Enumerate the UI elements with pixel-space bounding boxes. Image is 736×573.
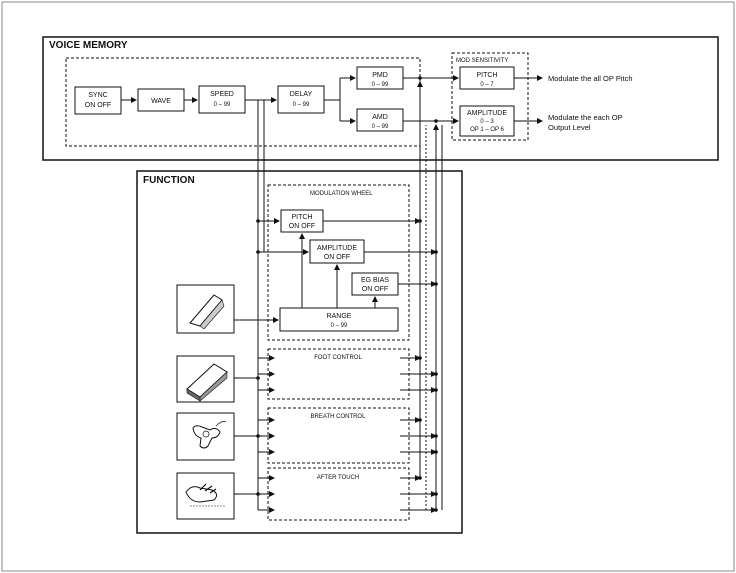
mw-range-value: 0 – 99	[331, 323, 348, 329]
mod-sensitivity-frame	[451, 52, 529, 141]
after-touch-title: AFTER TOUCH	[317, 475, 359, 481]
bus-junctions	[256, 76, 438, 512]
function-section: FUNCTION MODULATION WHEEL PITCH ON OFF A…	[136, 76, 463, 534]
mw-egbias-box: EG BIAS ON OFF	[351, 272, 399, 296]
output-arrows	[514, 75, 543, 124]
function-frame	[136, 170, 463, 534]
pmd-range: 0 – 99	[372, 82, 389, 88]
sync-box: SYNC ON OFF	[74, 86, 122, 115]
voice-memory-section: VOICE MEMORY SYNC ON OFF WAVE SPEED 0 – …	[42, 36, 719, 161]
voice-memory-title: VOICE MEMORY	[49, 40, 128, 51]
controller-output-arrows	[400, 355, 437, 513]
sens-amplitude-range: 0 – 3	[480, 119, 494, 125]
sens-amplitude-box: AMPLITUDE 0 – 3 OP 1 – OP 6	[459, 105, 515, 137]
amd-label: AMD	[372, 114, 388, 121]
amd-box: AMD 0 – 99	[356, 108, 404, 132]
mw-internal-arrows	[258, 218, 437, 308]
amd-range: 0 – 99	[372, 124, 389, 130]
lfo-chain-arrows	[121, 75, 459, 124]
sens-pitch-range: 0 – 7	[480, 82, 494, 88]
mw-egbias-onoff: ON OFF	[362, 286, 388, 293]
voice-memory-frame	[42, 36, 719, 161]
foot-control-icon	[176, 355, 235, 403]
breath-control-title: BREATH CONTROL	[311, 414, 367, 420]
bus-lines	[257, 81, 443, 510]
delay-box: DELAY 0 – 99	[277, 85, 325, 114]
mw-pitch-onoff: ON OFF	[289, 223, 315, 230]
delay-range: 0 – 99	[293, 102, 310, 108]
sens-amplitude-label: AMPLITUDE	[467, 110, 507, 117]
sens-pitch-label: PITCH	[477, 72, 498, 79]
foot-control-title: FOOT CONTROL	[314, 355, 362, 361]
mw-egbias-label: EG BIAS	[361, 277, 389, 284]
speed-range: 0 – 99	[214, 102, 231, 108]
sens-pitch-box: PITCH 0 – 7	[459, 66, 515, 90]
after-touch-icon	[176, 472, 235, 520]
mw-range-box: RANGE 0 – 99	[279, 307, 399, 332]
mw-amplitude-box: AMPLITUDE ON OFF	[309, 239, 365, 264]
controller-input-arrows	[234, 221, 279, 513]
function-title: FUNCTION	[143, 175, 195, 186]
sync-label: SYNC	[88, 92, 107, 99]
output-pitch-text: Modulate the all OP Pitch	[548, 74, 633, 83]
mod-sensitivity-section: MOD SENSITIVITY PITCH 0 – 7 AMPLITUDE 0 …	[451, 52, 633, 141]
delay-label: DELAY	[290, 91, 313, 98]
pmd-label: PMD	[372, 72, 388, 79]
sens-amplitude-ops: OP 1 – OP 6	[470, 127, 504, 133]
breath-control-icon	[176, 412, 235, 461]
pmd-box: PMD 0 – 99	[356, 66, 404, 90]
wave-box: WAVE	[137, 88, 185, 112]
sync-onoff-label: ON OFF	[85, 102, 111, 109]
output-amp-line1: Modulate the each OP	[548, 113, 623, 122]
mw-amplitude-label: AMPLITUDE	[317, 245, 357, 252]
mod-sensitivity-title: MOD SENSITIVITY	[456, 58, 508, 64]
modulation-wheel-frame	[267, 184, 410, 341]
mw-range-label: RANGE	[327, 313, 352, 320]
wave-label: WAVE	[151, 98, 171, 105]
modulation-wheel-icon	[176, 284, 235, 334]
output-amp-line2: Output Level	[548, 123, 591, 132]
speed-box: SPEED 0 – 99	[198, 85, 246, 114]
breath-control-frame	[267, 407, 410, 464]
mw-pitch-box: PITCH ON OFF	[280, 209, 324, 233]
mw-amplitude-onoff: ON OFF	[324, 254, 350, 261]
mw-pitch-label: PITCH	[292, 214, 313, 221]
speed-label: SPEED	[210, 91, 234, 98]
modulation-wheel-title: MODULATION WHEEL	[310, 191, 373, 197]
